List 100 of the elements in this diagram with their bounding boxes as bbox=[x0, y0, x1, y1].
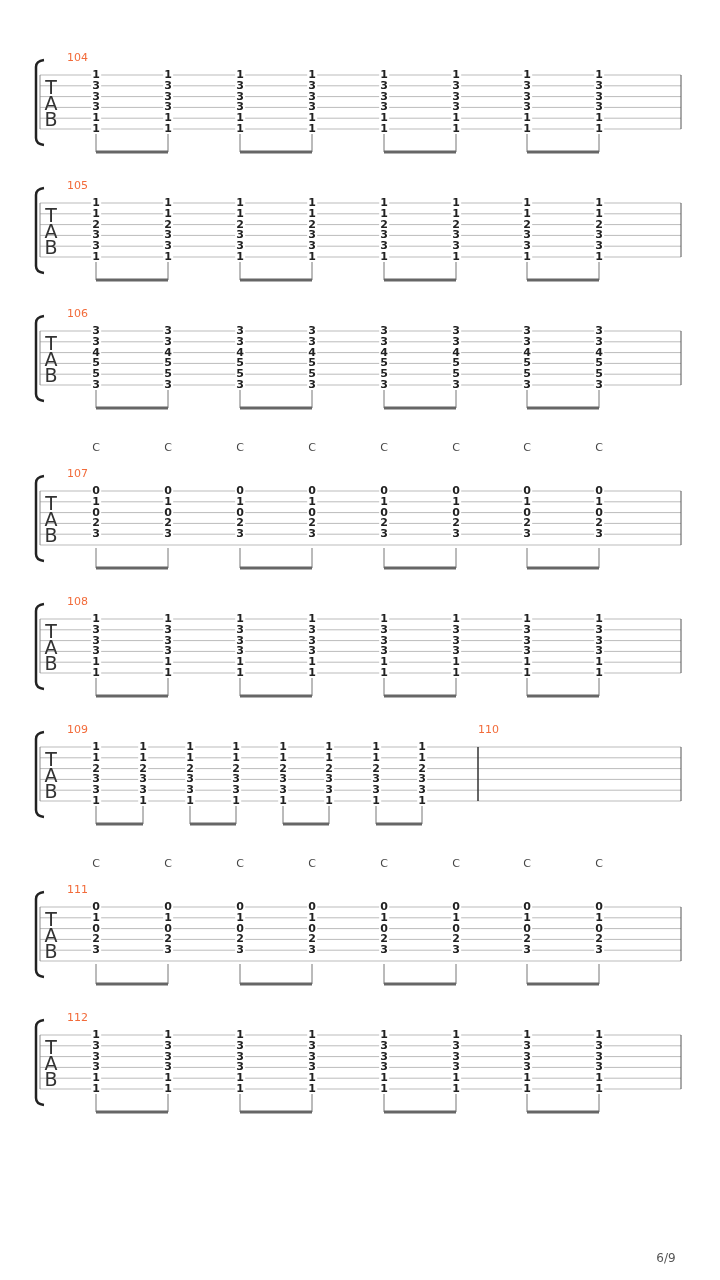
fret-number: 1 bbox=[379, 657, 389, 668]
fret-number: 3 bbox=[231, 774, 241, 785]
fret-number: 0 bbox=[235, 486, 245, 496]
fret-number: 2 bbox=[307, 518, 317, 529]
fret-number: 3 bbox=[451, 1051, 461, 1062]
fret-number: 5 bbox=[379, 369, 389, 380]
fret-number: 3 bbox=[91, 326, 101, 336]
fret-number: 1 bbox=[235, 198, 245, 208]
fret-number: 1 bbox=[451, 668, 461, 678]
fret-number: 3 bbox=[235, 380, 245, 390]
chord-name: C bbox=[452, 858, 460, 870]
fret-number: 1 bbox=[522, 912, 532, 923]
fret-number: 1 bbox=[522, 1030, 532, 1040]
fret-number: 1 bbox=[185, 796, 195, 806]
fret-number: 2 bbox=[371, 763, 381, 774]
fret-number: 1 bbox=[594, 1073, 604, 1084]
fret-number: 3 bbox=[91, 336, 101, 347]
measure-number: 110 bbox=[478, 724, 499, 736]
fret-number: 1 bbox=[379, 252, 389, 262]
fret-number: 3 bbox=[594, 1062, 604, 1073]
fret-number: 3 bbox=[522, 635, 532, 646]
fret-number: 3 bbox=[307, 230, 317, 241]
fret-number: 3 bbox=[307, 380, 317, 390]
fret-number: 1 bbox=[185, 742, 195, 752]
fret-number: 3 bbox=[185, 774, 195, 785]
fret-number: 3 bbox=[594, 1040, 604, 1051]
fret-number: 1 bbox=[451, 113, 461, 124]
fret-number: 1 bbox=[91, 198, 101, 208]
fret-number: 5 bbox=[91, 358, 101, 369]
fret-number: 1 bbox=[379, 198, 389, 208]
fret-number: 0 bbox=[163, 902, 173, 912]
fret-number: 1 bbox=[163, 657, 173, 668]
measure-number: 106 bbox=[67, 308, 88, 320]
fret-number: 5 bbox=[379, 358, 389, 369]
fret-number: 1 bbox=[91, 70, 101, 80]
tab-clef-letter: B bbox=[44, 110, 58, 128]
fret-number: 2 bbox=[138, 763, 148, 774]
fret-number: 1 bbox=[379, 614, 389, 624]
fret-number: 2 bbox=[163, 934, 173, 945]
fret-number: 2 bbox=[163, 518, 173, 529]
fret-number: 0 bbox=[522, 507, 532, 518]
fret-number: 1 bbox=[163, 252, 173, 262]
chord-name: C bbox=[308, 858, 316, 870]
fret-number: 1 bbox=[91, 208, 101, 219]
fret-number: 2 bbox=[324, 763, 334, 774]
fret-number: 1 bbox=[307, 252, 317, 262]
chord-name: C bbox=[595, 858, 603, 870]
fret-number: 1 bbox=[594, 208, 604, 219]
fret-number: 5 bbox=[451, 358, 461, 369]
fret-number: 3 bbox=[379, 1062, 389, 1073]
fret-number: 1 bbox=[163, 124, 173, 134]
fret-number: 3 bbox=[307, 336, 317, 347]
fret-number: 2 bbox=[235, 934, 245, 945]
fret-number: 3 bbox=[235, 91, 245, 102]
fret-number: 1 bbox=[451, 208, 461, 219]
fret-number: 3 bbox=[91, 380, 101, 390]
fret-number: 1 bbox=[379, 668, 389, 678]
page-number: 6/9 bbox=[656, 1251, 676, 1265]
fret-number: 1 bbox=[417, 742, 427, 752]
fret-number: 1 bbox=[594, 124, 604, 134]
fret-number: 1 bbox=[307, 1084, 317, 1094]
fret-number: 1 bbox=[91, 252, 101, 262]
chord-name: C bbox=[236, 858, 244, 870]
fret-number: 0 bbox=[522, 486, 532, 496]
fret-number: 1 bbox=[594, 657, 604, 668]
fret-number: 3 bbox=[91, 241, 101, 252]
fret-number: 1 bbox=[522, 252, 532, 262]
fret-number: 3 bbox=[451, 80, 461, 91]
fret-number: 3 bbox=[235, 1051, 245, 1062]
fret-number: 3 bbox=[307, 102, 317, 113]
fret-number: 1 bbox=[235, 1030, 245, 1040]
fret-number: 1 bbox=[307, 113, 317, 124]
fret-number: 1 bbox=[138, 796, 148, 806]
fret-number: 3 bbox=[163, 1062, 173, 1073]
fret-number: 3 bbox=[307, 635, 317, 646]
tab-clef-letter: T bbox=[45, 910, 57, 928]
chord-name: C bbox=[236, 442, 244, 454]
fret-number: 1 bbox=[278, 742, 288, 752]
fret-number: 1 bbox=[594, 614, 604, 624]
chord-name: C bbox=[308, 442, 316, 454]
fret-number: 0 bbox=[163, 486, 173, 496]
fret-number: 1 bbox=[307, 124, 317, 134]
fret-number: 3 bbox=[91, 945, 101, 956]
fret-number: 3 bbox=[163, 326, 173, 336]
fret-number: 2 bbox=[594, 518, 604, 529]
tab-clef-letter: B bbox=[44, 366, 58, 384]
fret-number: 3 bbox=[451, 1062, 461, 1073]
chord-name: C bbox=[523, 858, 531, 870]
fret-number: 3 bbox=[379, 1051, 389, 1062]
fret-number: 0 bbox=[163, 923, 173, 934]
fret-number: 3 bbox=[307, 646, 317, 657]
fret-number: 3 bbox=[307, 326, 317, 336]
tab-clef-letter: B bbox=[44, 654, 58, 672]
fret-number: 3 bbox=[307, 945, 317, 956]
fret-number: 3 bbox=[594, 945, 604, 956]
fret-number: 2 bbox=[594, 219, 604, 230]
fret-number: 4 bbox=[163, 347, 173, 358]
fret-number: 3 bbox=[307, 80, 317, 91]
fret-number: 3 bbox=[235, 635, 245, 646]
fret-number: 3 bbox=[324, 785, 334, 796]
